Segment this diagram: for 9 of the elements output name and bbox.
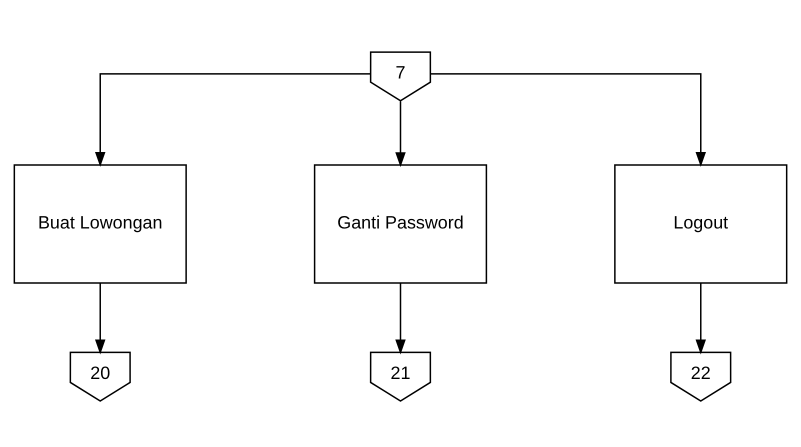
node-box: Logout (614, 164, 788, 284)
node-box: Ganti Password (314, 164, 488, 284)
arrow (95, 282, 106, 354)
node-box: Buat Lowongan (14, 164, 187, 284)
arrow (95, 72, 371, 166)
arrow (430, 72, 706, 166)
arrow (395, 100, 406, 167)
arrow (395, 282, 406, 354)
arrow (696, 282, 706, 354)
